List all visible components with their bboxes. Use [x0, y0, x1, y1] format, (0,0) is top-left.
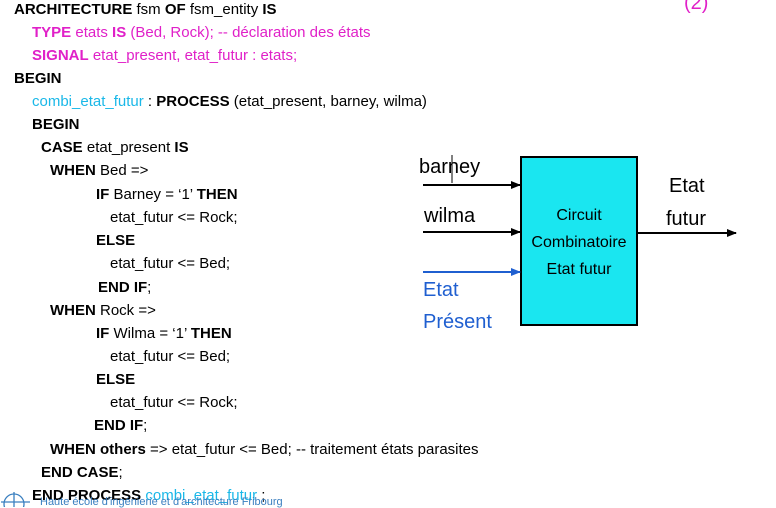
code-line-end-process: END PROCESS combi_etat_futur ;	[32, 487, 265, 505]
circuit-box	[520, 156, 638, 326]
keyword: END PROCESS	[32, 487, 142, 504]
code-line-else: ELSE	[96, 371, 135, 389]
code-line-when-rock: WHEN Rock =>	[50, 302, 156, 320]
code-line-else: ELSE	[96, 232, 135, 250]
keyword: BEGIN	[14, 70, 62, 87]
code-line-assign-rock: etat_futur <= Rock;	[110, 209, 238, 227]
wilma-label: wilma	[424, 205, 476, 227]
code-line-architecture: ARCHITECTURE fsm OF fsm_entity IS	[14, 1, 277, 19]
code-text: ;	[143, 417, 148, 434]
code-text: (etat_present, barney, wilma)	[229, 93, 427, 110]
code-line-when-others: WHEN others => etat_futur <= Bed; -- tra…	[50, 441, 479, 459]
code-line-assign-bed: etat_futur <= Bed;	[110, 255, 230, 273]
keyword: WHEN	[50, 162, 96, 179]
keyword: IF	[96, 186, 110, 203]
code-text: etat_present, etat_futur : etats;	[88, 47, 298, 64]
keyword: ARCHITECTURE	[14, 1, 133, 18]
keyword: TYPE	[32, 24, 72, 41]
keyword: WHEN	[50, 302, 96, 319]
code-text: etat_futur <= Rock;	[110, 209, 238, 226]
keyword: CASE	[41, 139, 83, 156]
output-label-line1: Etat	[669, 175, 705, 197]
code-text: etat_futur <= Rock;	[110, 394, 238, 411]
keyword: IS	[112, 24, 127, 41]
barney-label: barney	[419, 156, 481, 178]
keyword: THEN	[190, 325, 232, 342]
code-line-if-barney: IF Barney = ‘1’ THEN	[96, 186, 238, 204]
code-line-end-case: END CASE;	[41, 464, 123, 482]
code-text: ;	[118, 464, 123, 481]
code-text: Barney = ‘1’	[109, 186, 197, 203]
code-text: etats	[71, 24, 113, 41]
circuit-box-label-line2: Combinatoire	[531, 234, 627, 251]
code-line-assign-rock: etat_futur <= Rock;	[110, 394, 238, 412]
circuit-box-label-line1: Circuit	[556, 207, 602, 224]
keyword: OF	[164, 1, 186, 18]
code-line-when-bed: WHEN Bed =>	[50, 162, 148, 180]
code-line-type: TYPE etats IS (Bed, Rock); -- déclaratio…	[32, 24, 371, 42]
code-text: fsm	[132, 1, 165, 18]
code-text: Rock =>	[95, 302, 156, 319]
process-name: combi_etat_futur	[141, 487, 258, 504]
output-label-line2: futur	[666, 208, 707, 230]
keyword: THEN	[196, 186, 238, 203]
code-text: :	[143, 93, 157, 110]
code-text: etat_futur <= Bed;	[110, 255, 231, 272]
keyword: IF	[96, 325, 110, 342]
state-present-label-line2: Présent	[423, 311, 492, 333]
keyword: WHEN others	[50, 441, 146, 458]
keyword: END IF	[94, 417, 144, 434]
process-name: combi_etat_futur	[32, 93, 144, 110]
code-text: fsm_entity	[185, 1, 263, 18]
code-text: ;	[147, 279, 152, 296]
keyword: IS	[174, 139, 189, 156]
code-line-process: combi_etat_futur : PROCESS (etat_present…	[32, 93, 427, 111]
code-line-assign-bed: etat_futur <= Bed;	[110, 348, 230, 366]
code-text: ;	[257, 487, 266, 504]
school-logo-icon	[1, 492, 30, 507]
keyword: END IF	[98, 279, 148, 296]
keyword: END CASE	[41, 464, 119, 481]
keyword: BEGIN	[32, 116, 80, 133]
code-line-begin: BEGIN	[14, 70, 62, 88]
code-line-case: CASE etat_present IS	[41, 139, 189, 157]
slide-corner-mark: (2)	[684, 0, 709, 14]
keyword: PROCESS	[156, 93, 230, 110]
code-text: Bed =>	[95, 162, 149, 179]
code-line-signal: SIGNAL etat_present, etat_futur : etats;	[32, 47, 297, 65]
code-line-end-if: END IF;	[98, 279, 151, 297]
code-text: Wilma = ‘1’	[109, 325, 191, 342]
keyword: IS	[262, 1, 277, 18]
circuit-box-label: Circuit Combinatoire Etat futur	[521, 202, 637, 283]
footer: Haute école d'ingénierie et d'architectu…	[0, 490, 776, 508]
keyword: ELSE	[96, 232, 136, 249]
code-text: => etat_futur <= Bed; -- traitement état…	[145, 441, 479, 458]
code-line-if-wilma: IF Wilma = ‘1’ THEN	[96, 325, 232, 343]
state-present-label-line1: Etat	[423, 279, 459, 301]
code-text: etat_futur <= Bed;	[110, 348, 231, 365]
code-text: etat_present	[82, 139, 175, 156]
circuit-box-label-line3: Etat futur	[546, 261, 612, 278]
code-text: (Bed, Rock); -- déclaration des états	[126, 24, 371, 41]
footer-text: Haute école d'ingénierie et d'architectu…	[40, 496, 283, 508]
code-line-end-if: END IF;	[94, 417, 147, 435]
code-line-process-begin: BEGIN	[32, 116, 80, 134]
keyword: SIGNAL	[32, 47, 89, 64]
keyword: ELSE	[96, 371, 136, 388]
